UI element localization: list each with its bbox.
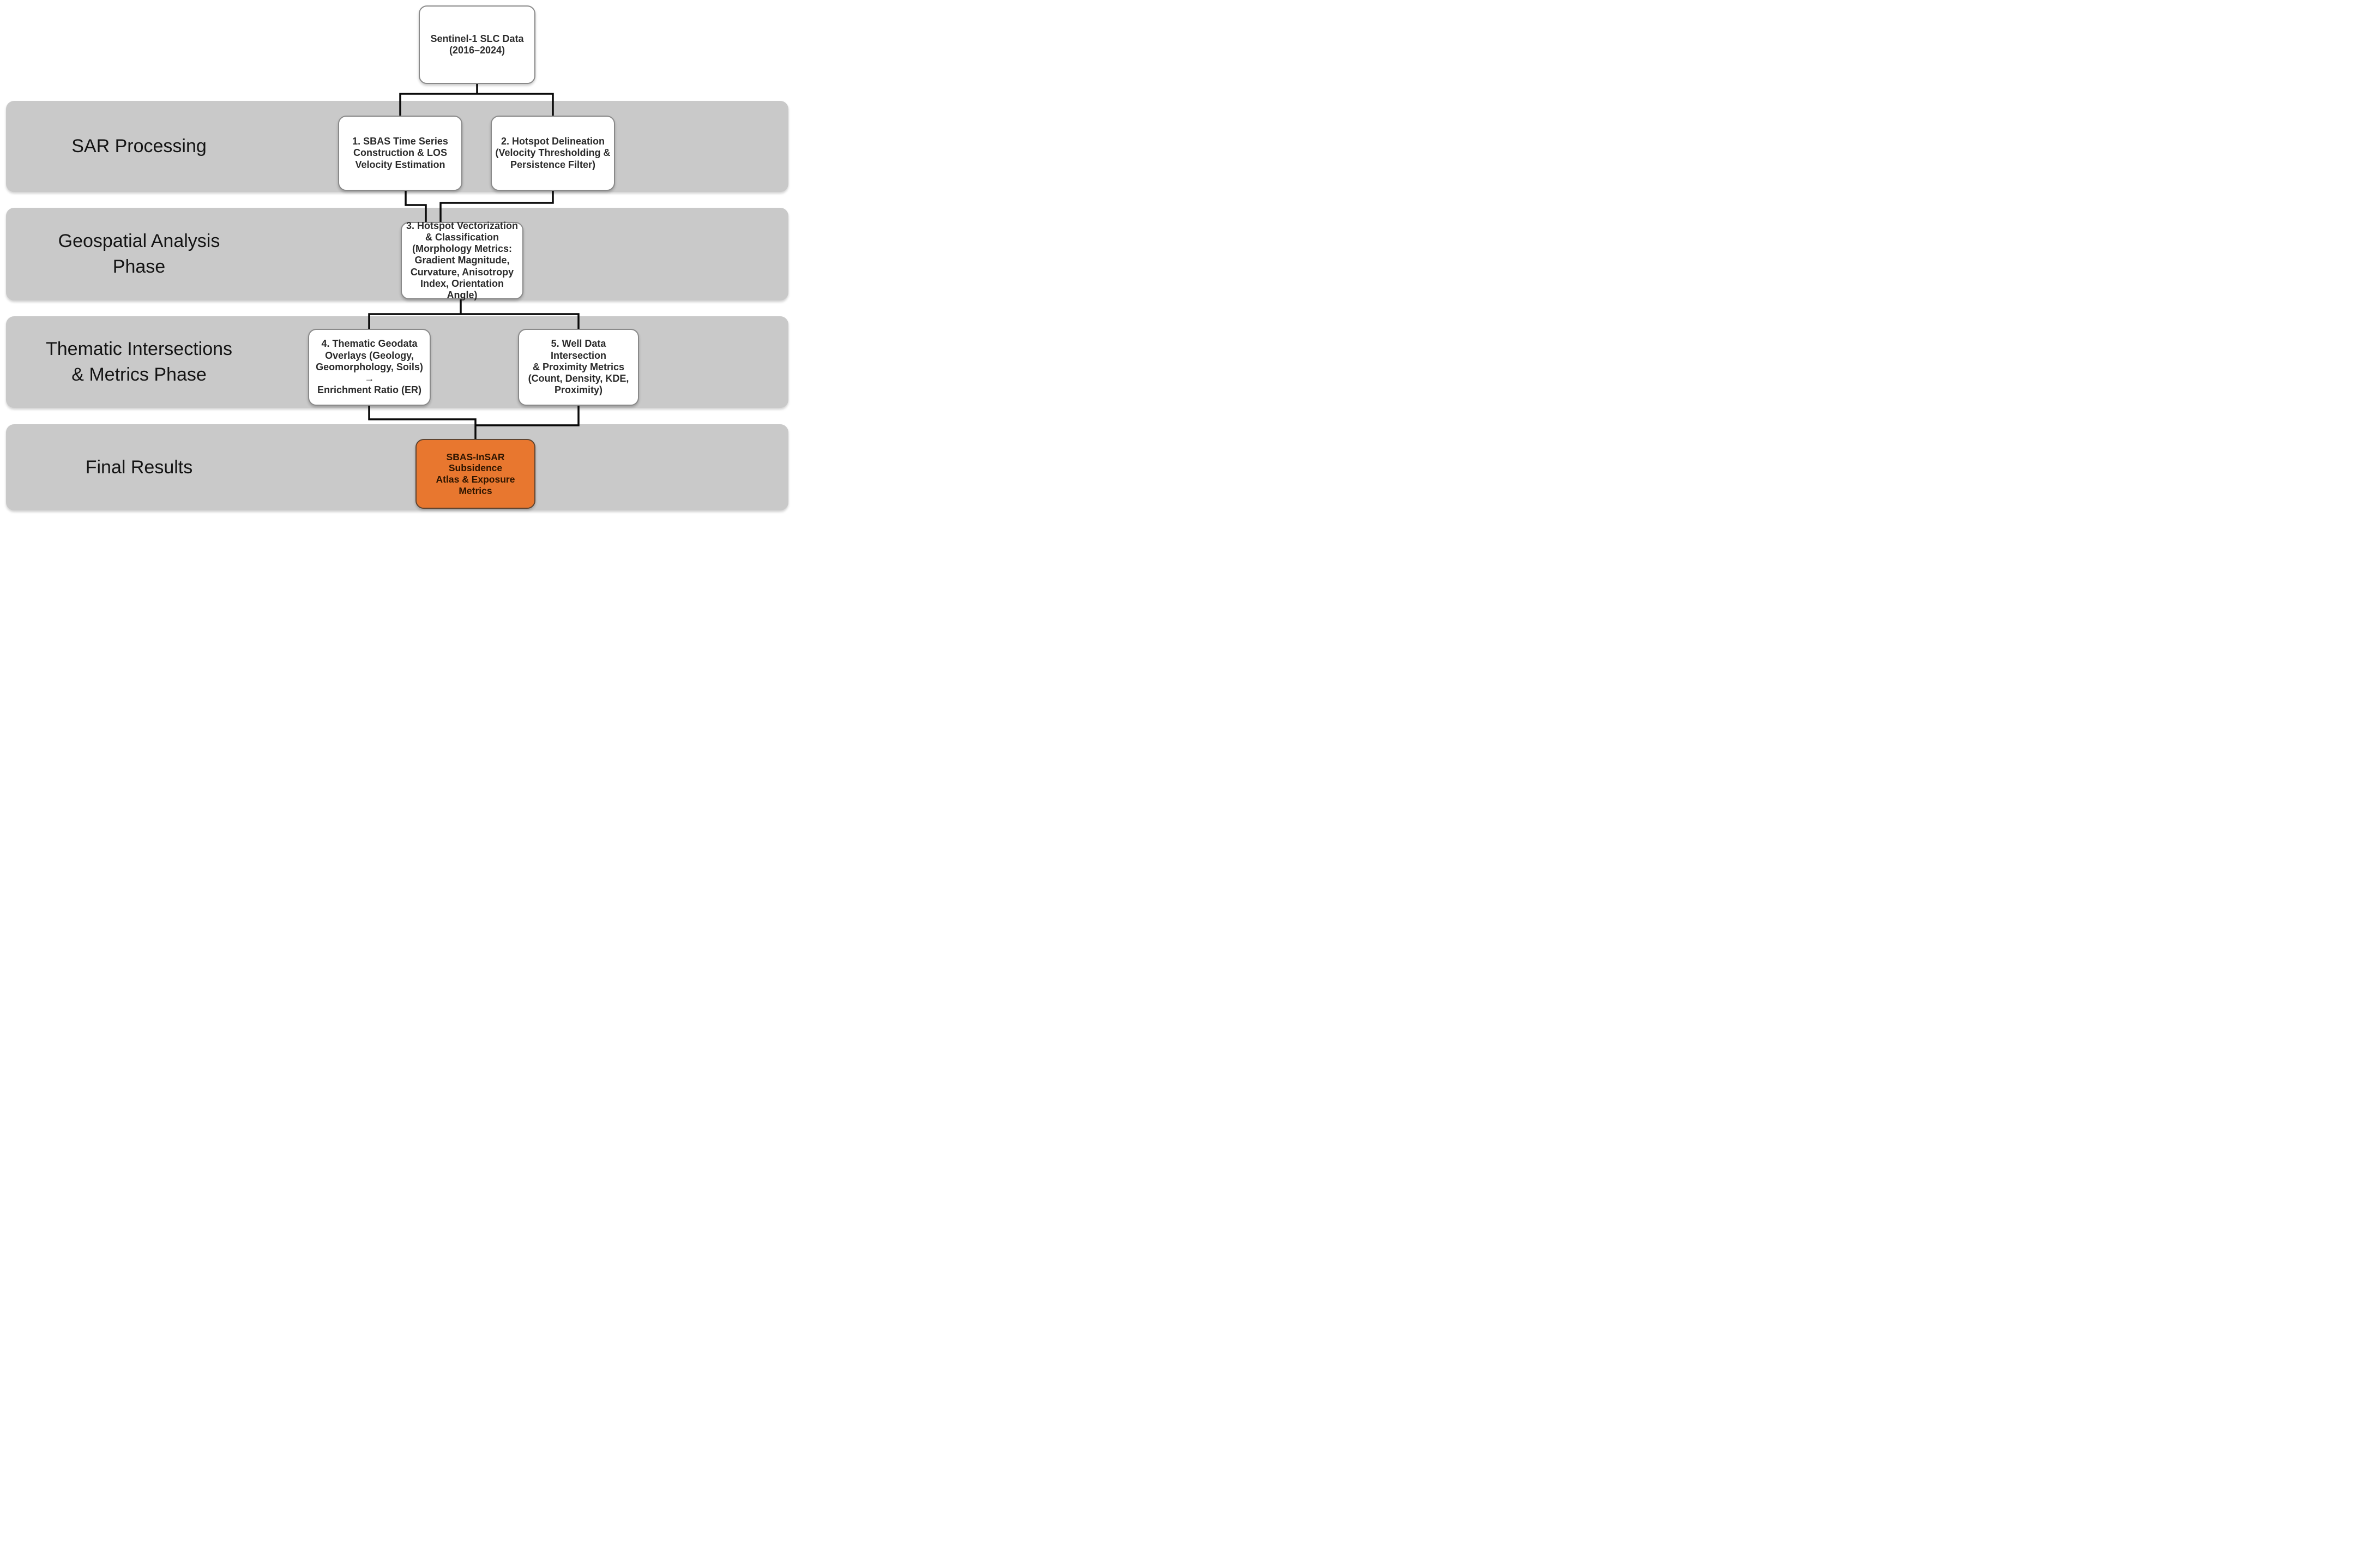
connector-step5-to-final	[475, 406, 580, 426]
band-label-final-results: Final Results	[85, 456, 193, 478]
step-box-5: 5. Well Data Intersection & Proximity Me…	[518, 329, 639, 406]
step-box-1: 1. SBAS Time Series Construction & LOS V…	[338, 116, 462, 191]
final-results-box: SBAS-InSAR Subsidence Atlas & Exposure M…	[415, 439, 535, 509]
input-data-box: Sentinel-1 SLC Data (2016–2024)	[419, 5, 535, 84]
step-box-3: 3. Hotspot Vectorization & Classificatio…	[401, 220, 523, 300]
band-label-sar-processing: SAR Processing	[71, 136, 207, 157]
step-box-2: 2. Hotspot Delineation (Velocity Thresho…	[491, 116, 615, 191]
flowchart: SAR Processing Geospatial Analysis Phase…	[0, 0, 793, 516]
band-final-results: Final Results	[6, 424, 788, 510]
band-label-geospatial-analysis: Geospatial Analysis Phase	[58, 231, 220, 277]
band-geospatial-analysis: Geospatial Analysis Phase	[6, 208, 788, 300]
band-label-thematic-intersections: Thematic Intersections & Metrics Phase	[45, 339, 233, 385]
step-box-4: 4. Thematic Geodata Overlays (Geology, G…	[308, 329, 431, 406]
